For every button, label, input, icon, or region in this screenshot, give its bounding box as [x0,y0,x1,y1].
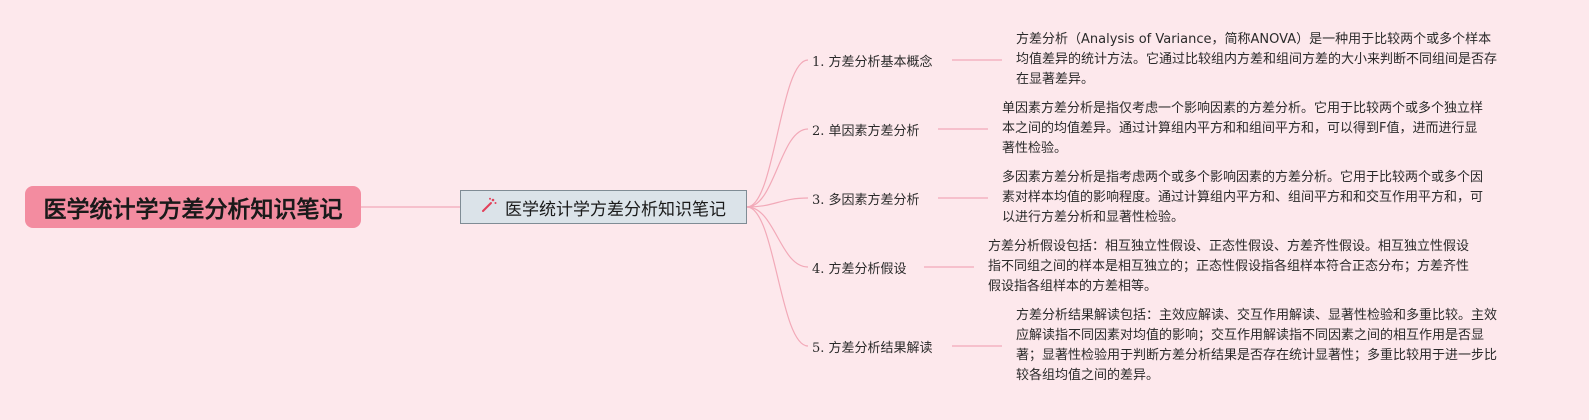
branch-desc-2: 单因素方差分析是指仅考虑一个影响因素的方差分析。它用于比较两个或多个独立样本之间… [1002,101,1484,156]
connector-branch-3 [746,197,809,208]
center-node[interactable]: 医学统计学方差分析知识笔记 [460,190,747,224]
branch-node-5[interactable]: 5. 方差分析结果解读 [812,341,933,356]
connector-branch-1 [746,59,809,208]
root-title: 医学统计学方差分析知识笔记 [43,196,343,223]
connector-branch-4 [746,206,809,268]
root-node[interactable]: 医学统计学方差分析知识笔记 [25,186,361,228]
branch-node-3[interactable]: 3. 多因素方差分析 [812,193,920,208]
connector-branch-2 [746,128,809,208]
magic-wand-icon [481,197,497,217]
center-title: 医学统计学方差分析知识笔记 [505,199,726,220]
branch-node-4[interactable]: 4. 方差分析假设 [812,262,907,277]
branch-desc-1: 方差分析（Analysis of Variance，简称ANOVA）是一种用于比… [1016,32,1498,87]
branch-node-1[interactable]: 1. 方差分析基本概念 [812,55,933,70]
branch-desc-4: 方差分析假设包括：相互独立性假设、正态性假设、方差齐性假设。相互独立性假设指不同… [988,239,1470,294]
branch-desc-5: 方差分析结果解读包括：主效应解读、交互作用解读、显著性检验和多重比较。主效应解读… [1016,308,1498,383]
connector-branch-5 [746,206,809,347]
branch-node-2[interactable]: 2. 单因素方差分析 [812,124,920,139]
branch-desc-3: 多因素方差分析是指考虑两个或多个影响因素的方差分析。它用于比较两个或多个因素对样… [1002,170,1484,225]
